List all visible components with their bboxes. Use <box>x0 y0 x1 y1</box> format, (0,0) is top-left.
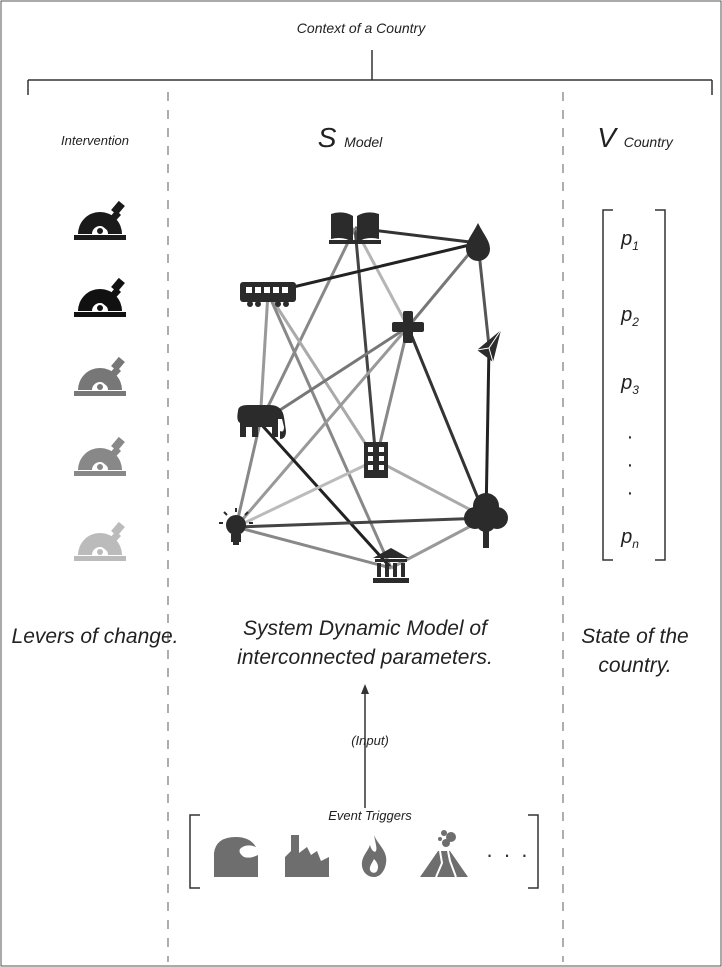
vector-entry: p2 <box>621 304 639 329</box>
network-edge-health-wildlife <box>259 325 409 425</box>
network-edge-transport-wildlife <box>258 292 270 424</box>
intervention-header: Intervention <box>61 133 129 148</box>
network-edge-water-transport <box>267 241 479 295</box>
vector-bracket <box>602 209 666 561</box>
input-arrow <box>361 684 369 808</box>
network-edge-energy-forest <box>235 516 487 529</box>
network-edge-housing-energy <box>235 458 377 529</box>
elephant-icon <box>237 405 286 439</box>
fire-icon <box>361 835 387 877</box>
country-caption: State of the country. <box>581 625 689 677</box>
network-edge-wildlife-energy <box>234 422 262 528</box>
network-edge-health-housing <box>374 326 410 461</box>
country-header: V Country <box>560 122 710 154</box>
model-header: S Model <box>250 122 450 154</box>
network-edge-education-housing <box>353 227 378 461</box>
network-edge-health-energy <box>234 326 410 528</box>
context-bracket <box>27 50 713 95</box>
network-edge-education-health <box>353 227 410 328</box>
network-edge-housing-forest <box>375 458 487 520</box>
levers-column <box>74 200 126 561</box>
model-header-sub: Model <box>344 134 383 150</box>
country-header-sub: Country <box>623 134 673 150</box>
lever-icon <box>74 277 126 317</box>
event-icons <box>214 830 468 878</box>
context-title: Context of a Country <box>296 20 426 36</box>
factory-ruin-icon <box>285 835 329 877</box>
network-edge-energy-government <box>235 525 392 570</box>
network-edges <box>234 226 491 570</box>
volcano-icon <box>420 830 468 878</box>
book-icon <box>329 212 381 244</box>
model-header-main: S <box>317 122 337 153</box>
events-ellipsis: · · · <box>485 842 531 867</box>
network-edge-water-health <box>406 242 480 328</box>
tsunami-icon <box>214 837 258 877</box>
lever-icon <box>74 521 126 561</box>
vector-ellipsis-dot: · <box>626 454 634 476</box>
vector-entry: p3 <box>621 372 639 397</box>
events-bracket <box>189 814 539 889</box>
network-edge-transport-housing <box>266 292 378 461</box>
crystal-icon <box>476 329 502 363</box>
input-label: (Input) <box>351 733 389 748</box>
water-drop-icon <box>466 223 490 261</box>
vector-ellipsis-dot: · <box>626 426 634 448</box>
light-bulb-icon <box>219 508 253 545</box>
lever-icon <box>74 200 126 240</box>
tree-icon <box>464 493 508 548</box>
model-caption: System Dynamic Model of interconnected p… <box>237 617 493 669</box>
train-icon <box>240 282 296 307</box>
network-edge-mineral-forest <box>484 345 491 519</box>
country-header-main: V <box>597 122 616 153</box>
network-edge-wildlife-government <box>258 421 393 570</box>
event-triggers-label: Event Triggers <box>328 808 412 823</box>
levers-caption: Levers of change. <box>11 625 179 648</box>
building-icon <box>364 442 388 478</box>
lever-icon <box>74 436 126 476</box>
network-edge-education-wildlife <box>258 227 357 424</box>
vector-entry: pn <box>621 526 639 551</box>
vector-entry: p1 <box>621 228 639 253</box>
government-building-icon <box>373 548 409 583</box>
network-edge-health-forest <box>406 326 488 519</box>
network-nodes <box>219 212 508 583</box>
medical-cross-icon <box>392 311 424 343</box>
lever-icon <box>74 356 126 396</box>
vector-ellipsis-dot: · <box>626 482 634 504</box>
